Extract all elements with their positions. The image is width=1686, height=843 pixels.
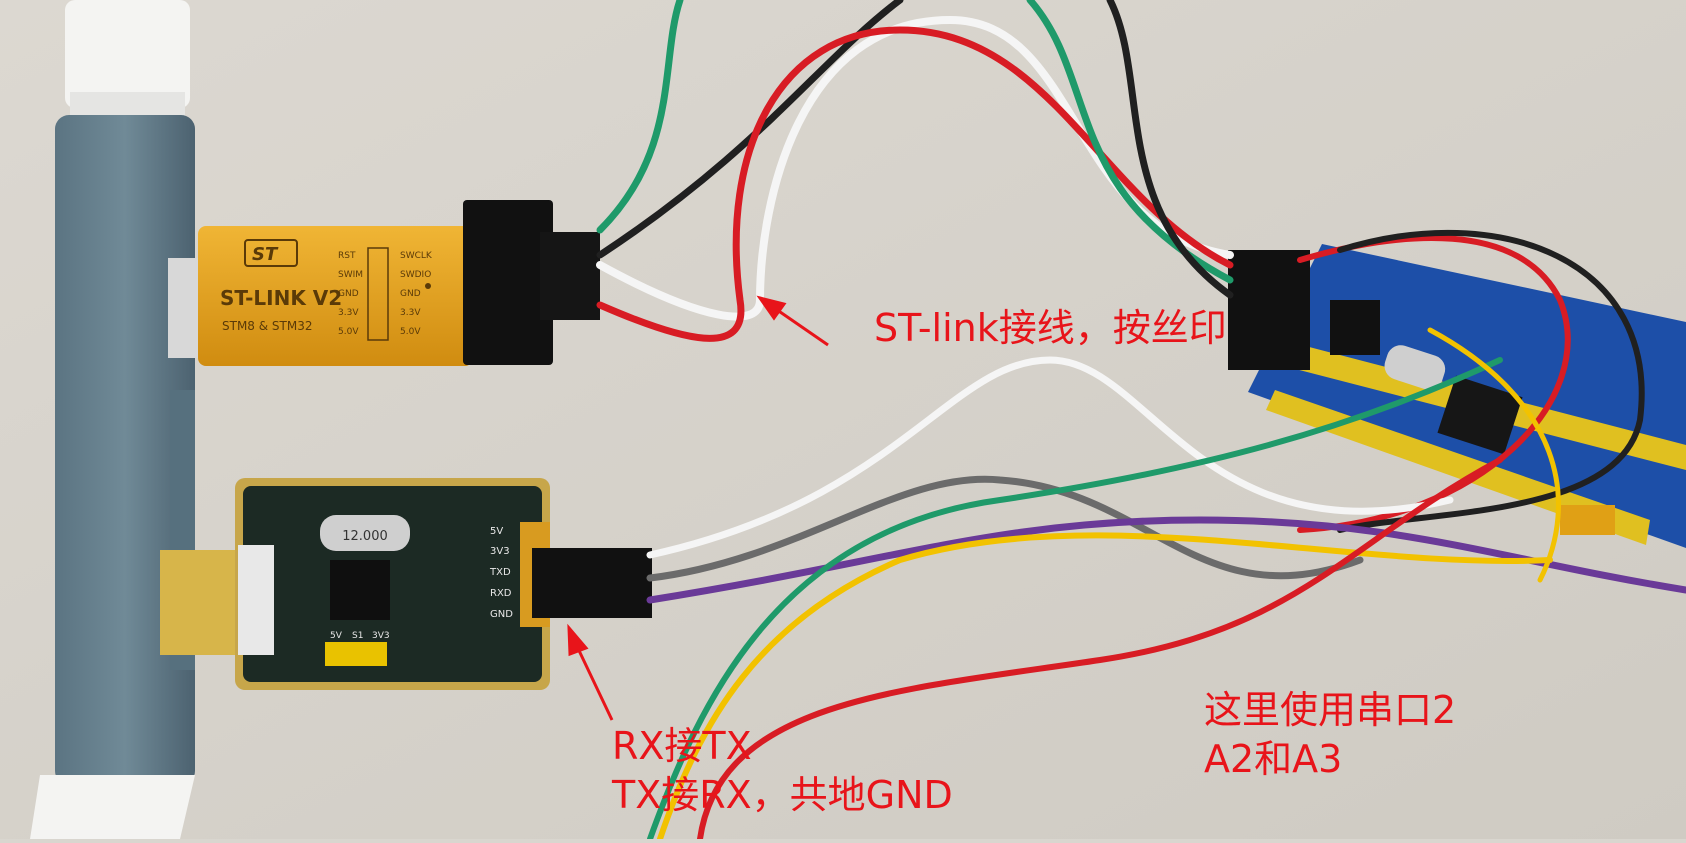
serial-pin-5: GND <box>490 609 513 620</box>
st-logo-icon <box>244 239 298 267</box>
stlink-pin-left-4: 3.3V <box>338 308 359 318</box>
stlink-pin-left-5: 5.0V <box>338 327 359 337</box>
stlink-labels: ST ST-LINK V2 STM8 & STM32 RST SWIM GND … <box>220 239 433 341</box>
serial-pin-4: RXD <box>490 588 512 599</box>
jumper-wires <box>596 0 1686 842</box>
stlink-pin-left-2: SWIM <box>338 270 363 280</box>
stlink-pin-left-3: GND <box>338 289 359 299</box>
stm32-board <box>1228 244 1686 548</box>
serial-arrowhead-icon <box>567 623 589 657</box>
stlink-chips: STM8 & STM32 <box>222 319 313 333</box>
stlink-pin-right-3: GND <box>400 289 421 299</box>
uart-note-line1: 这里使用串口2 <box>1204 688 1457 732</box>
serial-wiring-note-line2: TX接RX，共地GND <box>612 773 953 817</box>
uart-note-line2: A2和A3 <box>1204 737 1343 781</box>
stlink-pin-right-4: 3.3V <box>400 308 421 318</box>
usb-serial-adapter: 12.000 5V 3V3 TXD RXD GND 5V S1 3V3 <box>160 478 652 690</box>
serial-pin-1: 5V <box>490 526 503 537</box>
serial-arrow <box>572 639 614 721</box>
serial-pin-3: TXD <box>489 567 511 578</box>
serial-pin-2: 3V3 <box>490 546 510 557</box>
stlink-pin-right-2: SWDIO <box>400 270 431 280</box>
serial-wiring-note-line1: RX接TX <box>612 724 752 768</box>
stlink-dongle <box>168 200 600 366</box>
jumper-label-3v3: 3V3 <box>372 631 390 641</box>
jumper-label-5v: 5V <box>330 631 343 641</box>
svg-text:ST: ST <box>252 244 279 265</box>
jumper-label-s1: S1 <box>352 631 363 641</box>
annotation-arrows <box>567 295 829 721</box>
stlink-brand: ST-LINK V2 <box>220 286 342 310</box>
stlink-pin-right-1: SWCLK <box>400 251 433 261</box>
stlink-pin-left-1: RST <box>338 251 356 261</box>
stlink-pin-right-5: 5.0V <box>400 327 421 337</box>
stlink-wiring-note: ST-link接线，按丝印 <box>874 306 1227 350</box>
stlink-arrowhead-icon <box>756 295 787 321</box>
crystal-label: 12.000 <box>342 529 388 544</box>
